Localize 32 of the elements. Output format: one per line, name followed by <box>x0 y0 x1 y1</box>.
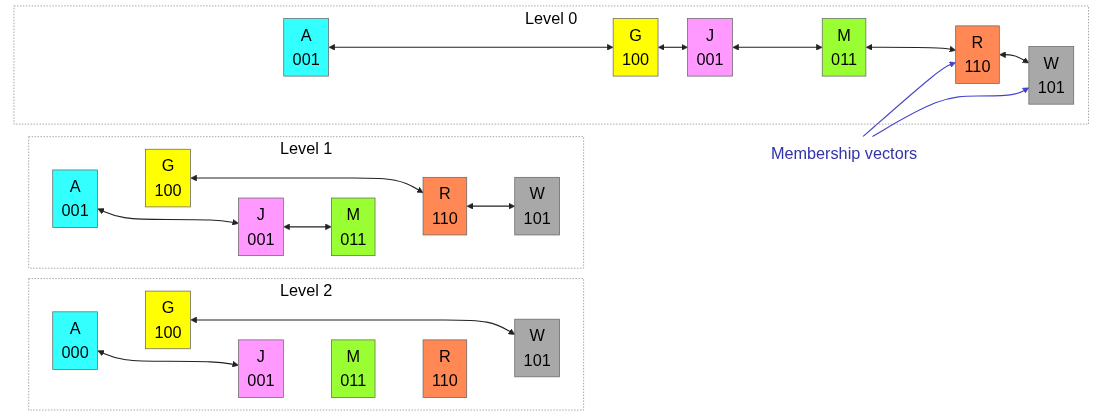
node-box: G 100 <box>145 148 191 208</box>
node-box: J 001 <box>687 18 733 77</box>
node-box: A 001 <box>283 18 329 77</box>
arrow <box>190 316 515 335</box>
arrow <box>732 44 823 51</box>
arrow <box>97 350 239 368</box>
node-box: G 100 <box>612 18 659 77</box>
node-box: A 001 <box>52 169 98 228</box>
node-box: A 000 <box>52 311 98 370</box>
node-box: W 101 <box>514 318 560 378</box>
arrow <box>283 223 332 231</box>
arrow <box>865 44 956 53</box>
node-box: M 011 <box>821 18 867 77</box>
node-box: R 110 <box>955 25 1000 84</box>
node-box: J 001 <box>237 339 284 398</box>
node-box: M 011 <box>330 197 376 256</box>
node-box: J 001 <box>237 197 284 256</box>
arrow <box>999 51 1029 64</box>
arrow <box>871 87 1029 138</box>
arrow <box>190 174 424 194</box>
arrow <box>862 61 956 138</box>
node-box: M 011 <box>330 339 376 398</box>
node-box: R 110 <box>422 176 467 236</box>
arrow <box>97 208 239 226</box>
arrow <box>328 44 614 51</box>
arrow <box>466 202 515 210</box>
node-box: W 101 <box>1028 46 1074 105</box>
node-box: W 101 <box>514 176 560 236</box>
node-text: Membership vectors <box>770 144 918 163</box>
node-box: G 100 <box>145 290 191 350</box>
node-box: R 110 <box>422 339 467 398</box>
arrow <box>657 44 688 51</box>
